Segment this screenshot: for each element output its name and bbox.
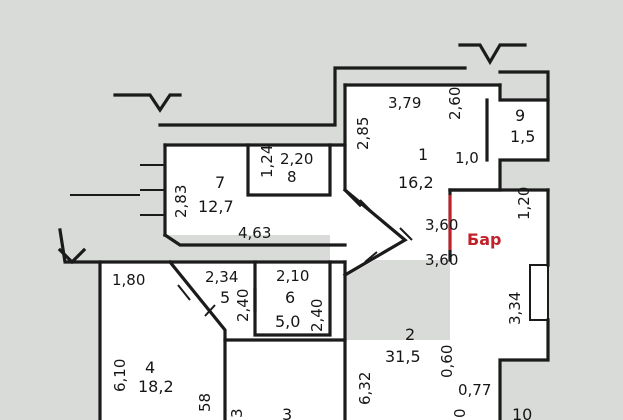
room-4-area: 18,2 — [138, 377, 174, 396]
room-9-area: 1,5 — [510, 127, 535, 146]
dim-1-20: 1,20 — [515, 187, 533, 220]
room-7-area: 12,7 — [198, 197, 234, 216]
dim-2-10: 2,10 — [276, 267, 309, 285]
room-3-number: 3 — [282, 405, 292, 420]
wall-room4-right-diag — [167, 259, 227, 420]
wall-top — [158, 66, 467, 127]
wall-top-right-door — [458, 43, 527, 66]
wall-bottom-left — [58, 228, 102, 420]
door-room4 — [177, 284, 216, 317]
window-left — [140, 164, 165, 216]
room-1-area: 16,2 — [398, 173, 434, 192]
dim-0: 0 — [451, 408, 469, 418]
room-7-number: 7 — [215, 173, 225, 192]
labels: 3,79 2,60 2,85 1 16,2 1,0 9 1,5 1,20 1,2… — [111, 87, 535, 420]
dim-2-34: 2,34 — [205, 268, 238, 286]
wall-top-left-door — [113, 93, 182, 113]
dim-6-10: 6,10 — [111, 359, 129, 392]
room-6-number: 6 — [285, 288, 295, 307]
dim-2-40-a: 2,40 — [234, 289, 252, 322]
wall-right-lower — [498, 318, 550, 420]
dim-1-24: 1,24 — [258, 145, 276, 178]
room-1-number: 1 — [418, 145, 428, 164]
room-2-number: 2 — [405, 325, 415, 344]
dim-2-40-b: 2,40 — [308, 299, 326, 332]
dim-3-60-top: 3,60 — [425, 216, 458, 234]
dim-2-20: 2,20 — [280, 150, 313, 168]
wall-top-right — [498, 70, 550, 102]
room-6-area: 5,0 — [275, 312, 300, 331]
dim-2-85: 2,85 — [354, 117, 372, 150]
dim-3-79: 3,79 — [388, 94, 421, 112]
dim-2-60: 2,60 — [446, 87, 464, 120]
dim-2-83: 2,83 — [172, 185, 190, 218]
dim-58: 58 — [196, 393, 214, 412]
dim-0-77: 0,77 — [458, 381, 491, 399]
room-8-number: 8 — [287, 168, 297, 186]
door-bottom-left — [57, 247, 87, 265]
wall-corridor-diag — [342, 187, 408, 278]
dim-4-63: 4,63 — [238, 224, 271, 242]
wall-room7-bottom — [162, 232, 347, 247]
dim-3-60-bottom: 3,60 — [425, 251, 458, 269]
door-swings — [359, 199, 413, 263]
walls — [57, 43, 550, 420]
room-2-area: 31,5 — [385, 347, 421, 366]
dim-6-32: 6,32 — [356, 372, 374, 405]
dim-3-34: 3,34 — [506, 292, 524, 325]
dim-1-80: 1,80 — [112, 271, 145, 289]
room-9-number: 9 — [515, 106, 525, 125]
dim-0-60: 0,60 — [438, 345, 456, 378]
bar-label: Бар — [467, 230, 501, 249]
room-10-number: 10 — [512, 405, 532, 420]
room-5-number: 5 — [220, 288, 230, 307]
room-4-number: 4 — [145, 358, 155, 377]
wall-room8 — [246, 143, 332, 197]
dim-1-0: 1,0 — [455, 149, 479, 167]
room-fills — [100, 85, 548, 420]
room-3-edge-number: 3 — [228, 408, 246, 418]
